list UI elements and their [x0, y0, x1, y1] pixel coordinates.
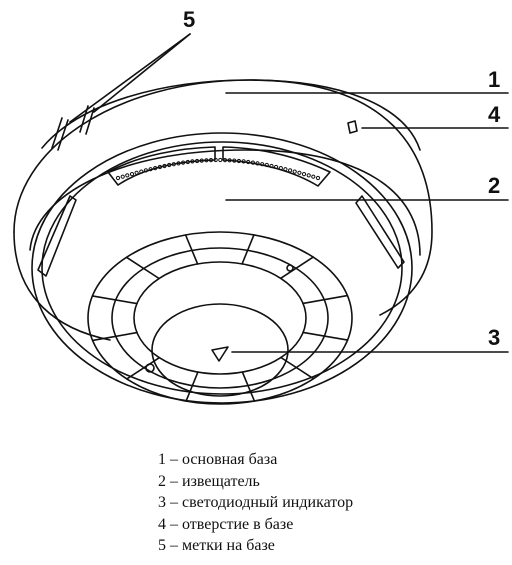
legend-item: 4 – отверстие в базе — [158, 515, 294, 533]
vent-dots — [115, 157, 321, 181]
chamber-rib — [185, 371, 199, 402]
base-outer-edge — [13, 79, 433, 316]
vent-dot — [190, 159, 195, 164]
chamber-ring-mid — [111, 247, 329, 389]
chamber-rib — [91, 295, 138, 305]
vent-dot — [139, 169, 144, 174]
vent-dot — [250, 160, 255, 165]
screw-left — [145, 363, 155, 373]
vent-dot — [218, 157, 223, 163]
vent-dot — [195, 158, 200, 164]
center-dome — [151, 303, 289, 397]
vent-dot — [241, 159, 246, 164]
base-rim — [13, 231, 111, 341]
vent-dot — [246, 159, 251, 165]
vent-dot — [292, 169, 297, 174]
detector-inner-ring — [41, 141, 403, 395]
chamber-ribs — [91, 234, 349, 402]
chamber-ring-inner — [133, 261, 307, 375]
vent-dot — [227, 158, 232, 163]
vent-dot — [208, 158, 214, 163]
vent-slot-right — [222, 146, 331, 187]
vent-dot — [148, 167, 153, 172]
vent-dot — [297, 170, 302, 175]
vent-dot — [232, 158, 237, 163]
vent-dot — [153, 166, 158, 171]
vent-dot — [278, 166, 283, 171]
legend-item: 3 – светодиодный индикатор — [158, 494, 354, 511]
chamber-rib — [125, 256, 160, 280]
legend-item: 1 – основная база — [158, 451, 278, 468]
leader-5b — [93, 33, 191, 113]
vent-dot — [315, 175, 321, 181]
vent-dot — [134, 170, 139, 175]
vent-dot — [167, 162, 172, 168]
screw-right — [286, 264, 294, 272]
led-indicator — [211, 346, 229, 362]
vent-dot — [157, 164, 162, 170]
callout-3: 3 — [488, 325, 500, 350]
chamber-rib — [184, 234, 199, 265]
legend-item: 2 – извещатель — [158, 472, 260, 490]
vent-dot — [162, 163, 167, 169]
callout-1: 1 — [488, 67, 500, 92]
vent-dot — [204, 158, 209, 163]
chamber-rib — [91, 331, 138, 342]
legend-item: 5 – метки на базе — [158, 537, 275, 554]
chamber-rib — [241, 371, 256, 402]
chamber-rib — [241, 234, 255, 265]
vent-dot — [120, 174, 125, 179]
vent-dot — [274, 164, 279, 170]
vent-slot-left — [107, 146, 216, 186]
vent-dot — [255, 161, 260, 166]
legend: 1 – основная база 2 – извещатель 3 – све… — [158, 449, 498, 557]
vent-dot — [236, 158, 241, 164]
vent-dot — [301, 172, 307, 177]
base-hole — [347, 120, 358, 134]
chamber-rib — [302, 331, 349, 341]
vent-dot — [306, 173, 311, 178]
detector-outer-ring — [31, 132, 413, 404]
base-lower-rim — [29, 149, 421, 256]
vent-dot — [264, 162, 269, 168]
side-window-left — [37, 195, 77, 277]
vent-dot — [181, 160, 186, 165]
vent-dot — [185, 159, 190, 165]
callout-5: 5 — [183, 7, 195, 32]
vent-dot — [143, 168, 148, 173]
callout-2: 2 — [488, 173, 500, 198]
chamber-rib — [302, 294, 349, 305]
vent-dot — [213, 157, 218, 163]
vent-dot — [199, 158, 204, 163]
callout-4: 4 — [488, 102, 501, 127]
leader-5a — [69, 33, 191, 123]
vent-dot — [115, 175, 121, 181]
vent-dot — [176, 161, 181, 166]
vent-dot — [283, 167, 288, 172]
vent-dot — [269, 163, 274, 169]
base-mark-left — [51, 117, 69, 151]
chamber-ring-outer — [87, 231, 353, 405]
vent-dot — [222, 158, 228, 163]
vent-dot — [288, 168, 293, 173]
vent-dot — [171, 162, 176, 167]
chamber-rib — [279, 256, 315, 280]
vent-dot — [311, 174, 316, 179]
vent-dot — [260, 162, 265, 167]
base-top-ring — [41, 79, 421, 151]
vent-dot — [125, 173, 130, 178]
vent-dot — [129, 172, 135, 177]
